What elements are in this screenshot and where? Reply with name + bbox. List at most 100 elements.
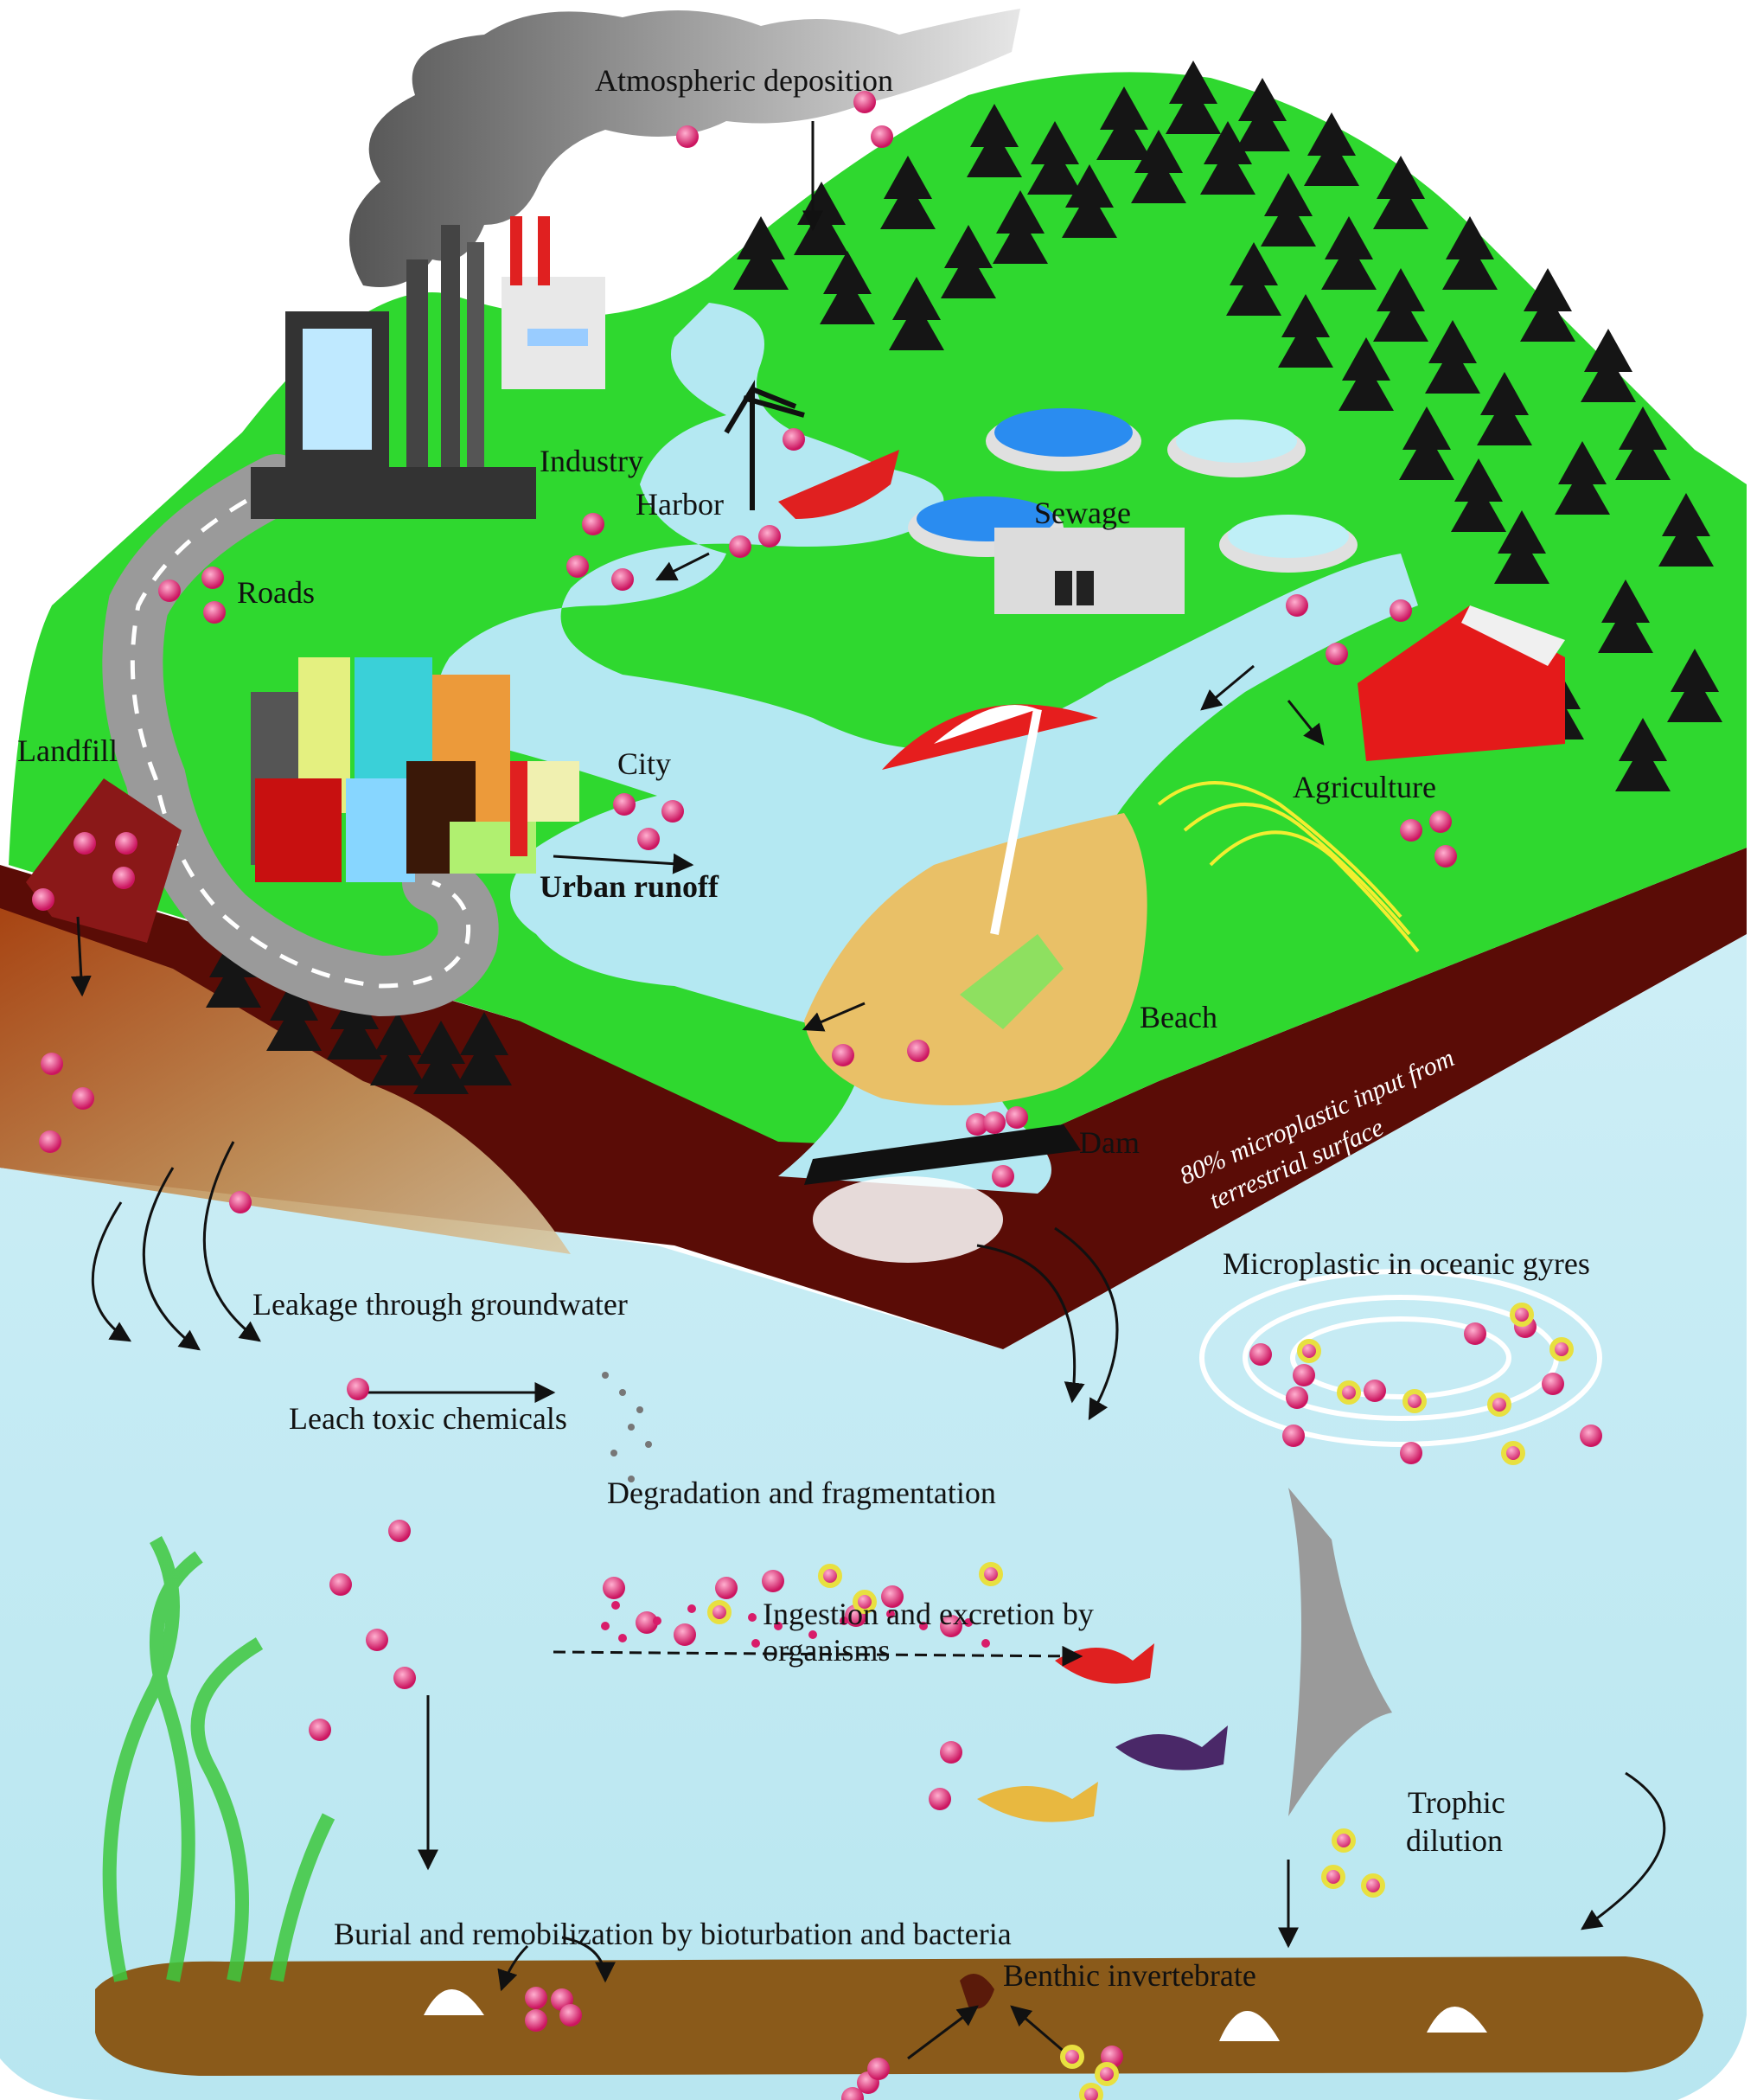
tree-icon bbox=[1339, 337, 1394, 411]
microplastic-particle bbox=[808, 1630, 817, 1639]
microplastic-particle bbox=[1286, 1386, 1308, 1409]
microplastic-particle bbox=[1095, 2062, 1119, 2086]
tree-icon bbox=[1520, 268, 1575, 342]
microplastic-particle bbox=[853, 91, 876, 113]
tree-icon bbox=[880, 156, 936, 229]
microplastic-particle bbox=[966, 1113, 988, 1136]
tree-icon bbox=[1494, 510, 1549, 584]
microplastic-particle bbox=[1390, 599, 1412, 622]
microplastic-particle bbox=[1282, 1425, 1305, 1447]
city-buildings bbox=[251, 657, 579, 882]
microplastic-particle bbox=[73, 832, 96, 855]
microplastic-particle bbox=[229, 1191, 252, 1213]
microplastic-particle bbox=[601, 1622, 610, 1630]
tree-icon bbox=[1321, 216, 1377, 290]
microplastic-particle bbox=[559, 2004, 582, 2026]
smokestack-icon bbox=[406, 259, 428, 493]
groundwater-zone bbox=[0, 908, 571, 1254]
tree-icon bbox=[1096, 86, 1152, 160]
benthic-invertebrate-icon bbox=[960, 1974, 994, 2009]
label-agriculture: Agriculture bbox=[1293, 770, 1436, 804]
microplastic-particle bbox=[39, 1130, 61, 1153]
microplastic-particle bbox=[637, 828, 660, 850]
label-atmospheric-deposition: Atmospheric deposition bbox=[595, 63, 893, 98]
microplastic-particle bbox=[628, 1476, 635, 1482]
label-burial-remobilization: Burial and remobilization by bioturbatio… bbox=[334, 1917, 1012, 1951]
microplastic-particle bbox=[636, 1611, 658, 1634]
smoke-cloud bbox=[349, 9, 1020, 287]
tree-icon bbox=[993, 190, 1048, 264]
microplastic-particle bbox=[112, 867, 135, 889]
microplastic-particle bbox=[687, 1604, 696, 1613]
label-ingestion-2: organisms bbox=[763, 1633, 890, 1668]
tree-icon bbox=[1399, 407, 1454, 480]
crane-icon bbox=[724, 380, 805, 510]
landfill-icon bbox=[26, 778, 182, 943]
microplastic-particle bbox=[1337, 1380, 1361, 1405]
tree-icon bbox=[1027, 121, 1083, 195]
tree-icon bbox=[1278, 294, 1333, 368]
microplastic-particle bbox=[1464, 1322, 1486, 1345]
microplastic-particle bbox=[715, 1577, 738, 1599]
label-urban-runoff: Urban runoff bbox=[540, 869, 719, 904]
microplastic-particle bbox=[329, 1573, 352, 1596]
microplastic-particle bbox=[610, 1450, 617, 1457]
microplastic-particle bbox=[674, 1623, 696, 1646]
microplastic-particles bbox=[32, 91, 1602, 2100]
tree-icon bbox=[1226, 242, 1281, 316]
microplastic-particle bbox=[676, 125, 699, 148]
microplastic-particle bbox=[32, 888, 54, 911]
microplastic-particle bbox=[1321, 1865, 1345, 1889]
microplastic-particle bbox=[979, 1562, 1003, 1586]
microplastic-particle bbox=[645, 1441, 652, 1448]
microplastic-particle bbox=[929, 1788, 951, 1810]
tree-icon bbox=[1615, 718, 1671, 791]
tree-icon bbox=[327, 986, 382, 1060]
tree-icon bbox=[889, 277, 944, 350]
sediment-floor bbox=[95, 1956, 1703, 2076]
microplastic-particle bbox=[309, 1719, 331, 1741]
microplastic-particle bbox=[1006, 1106, 1028, 1129]
microplastic-particle bbox=[1400, 819, 1422, 842]
microplastic-particle bbox=[201, 567, 224, 589]
microplastic-particle bbox=[832, 1044, 854, 1066]
tree-icon bbox=[1667, 649, 1722, 722]
tree-icon bbox=[1304, 112, 1359, 186]
microplastic-particle bbox=[748, 1613, 757, 1622]
tree-icon bbox=[1200, 121, 1255, 195]
microplastic-particle bbox=[1286, 594, 1308, 617]
tree-icon bbox=[1598, 579, 1653, 653]
label-city: City bbox=[617, 746, 671, 781]
microplastic-particle bbox=[1580, 1425, 1602, 1447]
microplastic-particle bbox=[983, 1111, 1006, 1134]
tree-icon bbox=[1477, 372, 1532, 445]
microplastic-particle bbox=[611, 568, 634, 591]
microplastic-particle bbox=[603, 1577, 625, 1599]
microplastic-particle bbox=[1549, 1337, 1574, 1361]
microplastic-particle bbox=[1060, 2045, 1084, 2069]
label-harbor: Harbor bbox=[636, 487, 724, 522]
microplastic-particle bbox=[1297, 1339, 1321, 1363]
microplastic-particle bbox=[366, 1629, 388, 1651]
sewage-tank-icon bbox=[908, 408, 1358, 614]
microplastic-particle bbox=[783, 428, 805, 451]
tree-icon bbox=[941, 225, 996, 298]
microplastic-particle bbox=[762, 1570, 784, 1592]
microplastic-particle bbox=[707, 1600, 732, 1624]
microplastic-particle bbox=[751, 1639, 760, 1648]
microplastic-particle bbox=[1434, 845, 1457, 868]
microplastic-particle bbox=[758, 525, 781, 547]
microplastic-particle bbox=[525, 1987, 547, 2009]
tree-icon bbox=[1131, 130, 1186, 203]
label-industry: Industry bbox=[540, 444, 643, 478]
river bbox=[438, 303, 1419, 1194]
tree-icon bbox=[1615, 407, 1671, 480]
microplastic-particle bbox=[619, 1389, 626, 1396]
tree-icon bbox=[1062, 164, 1117, 238]
umbrella-icon bbox=[882, 704, 1098, 935]
microplastic-particle bbox=[618, 1634, 627, 1642]
label-trophic-2: dilution bbox=[1406, 1823, 1503, 1858]
flow-arrows bbox=[70, 121, 1666, 2060]
microplastic-particle bbox=[653, 1617, 661, 1625]
microplastic-particle bbox=[566, 555, 589, 578]
